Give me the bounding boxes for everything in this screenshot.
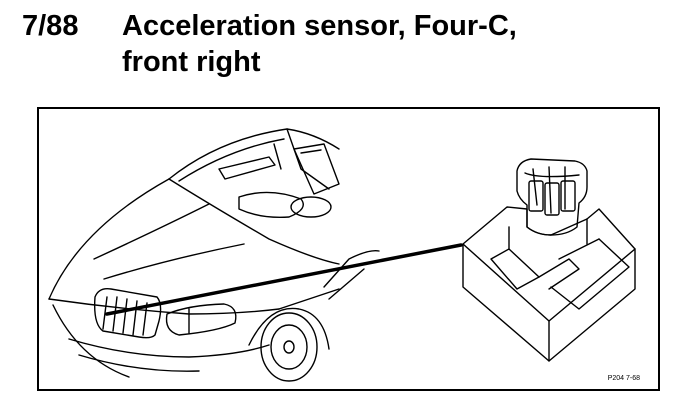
page-title-line-1: Acceleration sensor, Four-C, xyxy=(122,10,517,42)
header: 7/88 Acceleration sensor, Four-C, front … xyxy=(22,8,682,84)
page-title-line-2: front right xyxy=(122,46,261,78)
figure-reference-code: P204 7-68 xyxy=(607,375,640,382)
page-title: Acceleration sensor, Four-C, front right xyxy=(122,8,662,80)
leader-line xyxy=(105,243,463,316)
figure-illustration: P204 7-68 xyxy=(37,107,660,391)
section-number: 7/88 xyxy=(22,10,79,42)
car-illustration xyxy=(48,128,380,382)
acceleration-sensor-illustration xyxy=(462,158,636,362)
